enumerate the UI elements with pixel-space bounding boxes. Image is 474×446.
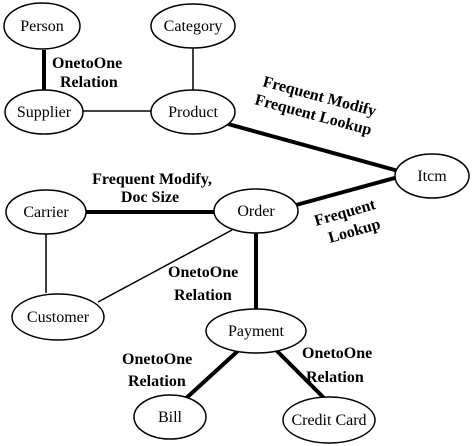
edge-payment-bill bbox=[180, 347, 242, 404]
label-product-item: Frequent Modify Frequent Lookup bbox=[253, 73, 378, 139]
label-payment-credit-card: OnetoOne Relation bbox=[302, 345, 372, 386]
label-order-payment: OnetoOne Relation bbox=[168, 264, 238, 304]
label-payment-bill-line1: OnetoOne bbox=[122, 351, 192, 368]
node-category-label: Category bbox=[164, 18, 223, 35]
label-payment-credit-card-line2: Relation bbox=[306, 369, 364, 386]
label-order-payment-line2: Relation bbox=[174, 287, 232, 304]
edge-product-item bbox=[227, 122, 403, 174]
node-bill-label: Bill bbox=[158, 409, 183, 426]
label-carrier-order-line2: Doc Size bbox=[121, 189, 179, 206]
node-person: Person bbox=[3, 2, 81, 50]
node-order: Order bbox=[213, 188, 299, 234]
node-product: Product bbox=[150, 89, 236, 135]
label-payment-bill-line2: Relation bbox=[128, 373, 186, 390]
node-category: Category bbox=[150, 3, 236, 49]
edge-customer-order bbox=[97, 229, 233, 303]
label-person-supplier-line1: OnetoOne bbox=[52, 55, 122, 72]
node-carrier-label: Carrier bbox=[23, 204, 69, 221]
label-person-supplier-line2: Relation bbox=[60, 74, 118, 91]
node-bill: Bill bbox=[133, 394, 207, 440]
edge-order-item bbox=[295, 174, 403, 207]
node-payment: Payment bbox=[205, 308, 307, 354]
node-product-label: Product bbox=[168, 104, 218, 121]
edge-payment-credit-card bbox=[273, 347, 328, 402]
label-order-item: Frequent Lookup bbox=[312, 196, 382, 247]
node-item: Itcm bbox=[394, 153, 470, 199]
label-payment-bill: OnetoOne Relation bbox=[122, 351, 192, 390]
node-order-label: Order bbox=[237, 203, 275, 220]
node-customer-label: Customer bbox=[27, 309, 90, 326]
node-credit-card-label: Credit Card bbox=[291, 412, 366, 429]
label-order-payment-line1: OnetoOne bbox=[168, 264, 238, 281]
node-carrier: Carrier bbox=[5, 189, 87, 235]
node-credit-card: Credit Card bbox=[282, 396, 376, 444]
node-supplier: Supplier bbox=[4, 89, 84, 135]
label-payment-credit-card-line1: OnetoOne bbox=[302, 345, 372, 362]
node-supplier-label: Supplier bbox=[17, 104, 72, 121]
label-carrier-order-line1: Frequent Modify, bbox=[92, 171, 212, 188]
node-payment-label: Payment bbox=[228, 323, 285, 340]
node-item-label: Itcm bbox=[417, 168, 447, 185]
label-carrier-order: Frequent Modify, Doc Size bbox=[92, 171, 212, 206]
node-customer: Customer bbox=[11, 293, 105, 341]
label-person-supplier: OnetoOne Relation bbox=[52, 55, 122, 91]
node-person-label: Person bbox=[20, 18, 64, 35]
